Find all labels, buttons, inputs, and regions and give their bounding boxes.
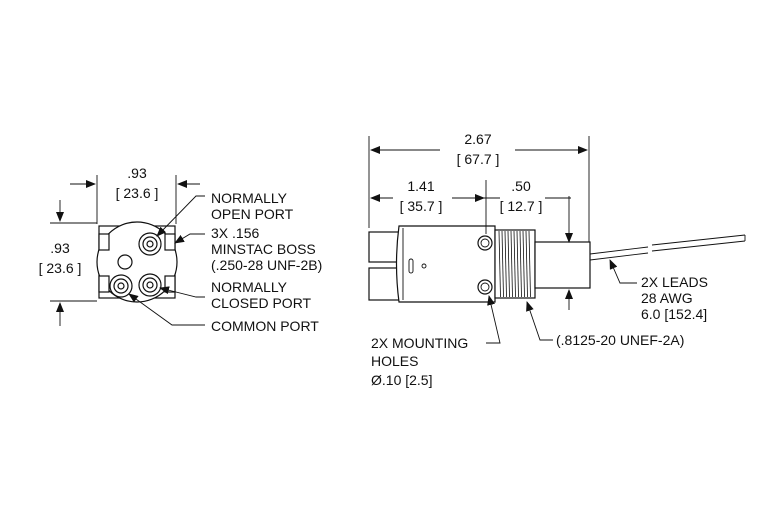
thread-length-mm: [ 12.7 ]	[500, 198, 543, 214]
boss-label-1: 3X .156	[211, 225, 259, 241]
center-hole	[117, 254, 133, 270]
normally-open-port	[138, 232, 162, 256]
end-height-dimension: .93 [ 23.6 ]	[39, 200, 97, 326]
normally-open-label-2: OPEN PORT	[211, 206, 294, 222]
thread-length-dimension: .50 [ 12.7 ]	[470, 178, 573, 310]
body-length-mm: [ 35.7 ]	[400, 198, 443, 214]
lead-wires	[589, 234, 746, 261]
end-view-leaders	[128, 195, 205, 326]
normally-open-label-1: NORMALLY	[211, 190, 288, 206]
end-view: .93 [ 23.6 ] .93 [ 23.6 ] NORMALLY OPEN …	[39, 165, 323, 334]
mounting-label-1: 2X MOUNTING	[371, 335, 468, 351]
end-view-body	[96, 221, 178, 303]
thread-length-in: .50	[511, 178, 531, 194]
thread-line	[501, 230, 504, 298]
mounting-label-2: HOLES	[371, 353, 418, 369]
thread-line	[498, 230, 501, 298]
boss-label-3: (.250-28 UNF-2B)	[211, 257, 322, 273]
thread-line	[513, 230, 516, 298]
normally-closed-port	[138, 273, 162, 297]
overall-length-mm: [ 67.7 ]	[457, 151, 500, 167]
thread-line	[519, 230, 522, 298]
end-height-in: .93	[50, 240, 70, 256]
end-width-in: .93	[127, 165, 147, 181]
overall-length-in: 2.67	[464, 131, 491, 147]
thread-line	[522, 230, 525, 298]
side-view-leaders	[486, 259, 637, 344]
leads-label-3: 6.0 [152.4]	[641, 306, 707, 322]
normally-closed-label-1: NORMALLY	[211, 279, 288, 295]
end-width-dimension: .93 [ 23.6 ]	[70, 165, 200, 224]
common-port-label: COMMON PORT	[211, 318, 319, 334]
overall-length-dimension: 2.67 [ 67.7 ]	[368, 131, 590, 242]
thread-line	[528, 230, 531, 298]
boss-label-2: MINSTAC BOSS	[211, 241, 316, 257]
leads-label-1: 2X LEADS	[641, 274, 708, 290]
coil-housing	[534, 241, 591, 289]
thread-line	[510, 230, 513, 298]
common-port	[109, 274, 133, 298]
thread-line	[516, 230, 519, 298]
mounting-label-3: Ø.10 [2.5]	[371, 372, 432, 388]
leads-label-2: 28 AWG	[641, 290, 693, 306]
threaded-section	[494, 229, 536, 299]
thread-spec-label: (.8125-20 UNEF-2A)	[556, 332, 684, 348]
normally-closed-label-2: CLOSED PORT	[211, 295, 312, 311]
side-view: 2.67 [ 67.7 ] 1.41 [ 35.7 ] .50 [ 12.7 ]…	[368, 131, 746, 388]
thread-line	[504, 230, 507, 298]
side-main-body	[395, 225, 496, 303]
thread-line	[507, 230, 510, 298]
body-length-in: 1.41	[407, 178, 434, 194]
end-width-mm: [ 23.6 ]	[116, 185, 159, 201]
mounting-holes	[477, 235, 493, 295]
end-height-mm: [ 23.6 ]	[39, 260, 82, 276]
thread-line	[525, 230, 528, 298]
side-port-bosses	[368, 231, 400, 301]
